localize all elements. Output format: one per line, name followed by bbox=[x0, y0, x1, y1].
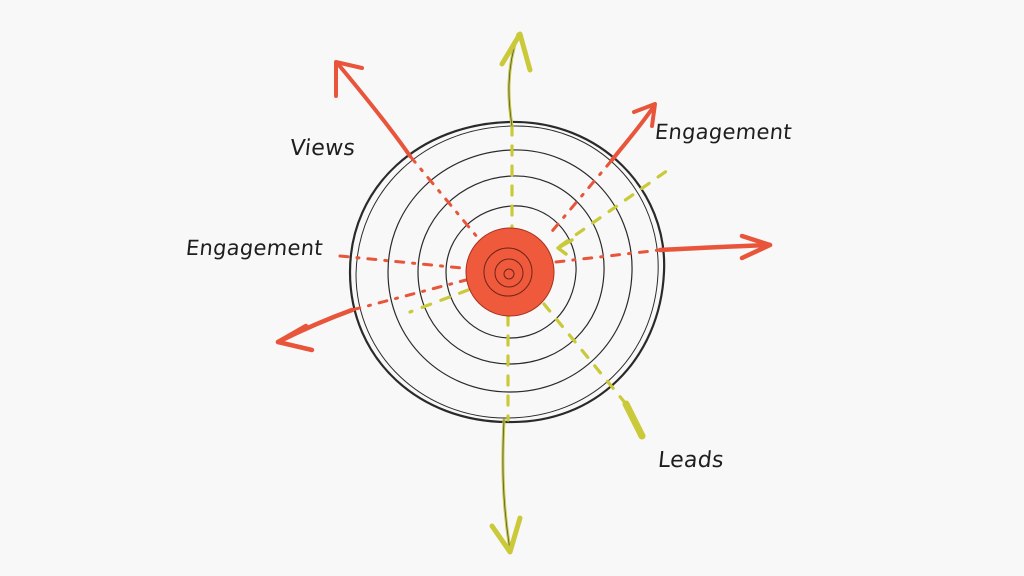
bottom-arrow-icon bbox=[489, 418, 523, 555]
dash-left-down bbox=[350, 278, 468, 312]
bullseye-fill bbox=[466, 228, 554, 316]
bullseye-outline bbox=[465, 227, 555, 317]
top-arrow-icon bbox=[499, 31, 533, 128]
label-leads: Leads bbox=[656, 448, 726, 473]
ring-outer bbox=[348, 120, 666, 424]
bullseye-ring-inner-2 bbox=[494, 258, 524, 288]
ring-outer-second-stroke bbox=[355, 125, 659, 419]
dash-leads bbox=[542, 302, 628, 406]
dash-views bbox=[408, 154, 480, 240]
small-yellow-arrowhead-icon bbox=[556, 238, 574, 256]
right-arrow-icon bbox=[657, 233, 773, 261]
ring-3 bbox=[417, 175, 605, 365]
label-views: Views bbox=[288, 136, 357, 161]
dash-left-horizontal bbox=[338, 254, 464, 270]
dash-lower-left bbox=[408, 288, 470, 314]
ring-2 bbox=[387, 149, 633, 393]
dash-engagement-right bbox=[546, 158, 614, 238]
bullseye bbox=[465, 227, 555, 317]
yellow-dashed-lines bbox=[408, 124, 670, 422]
engagement-arrow-icon bbox=[610, 102, 657, 162]
label-engagement-left: Engagement bbox=[184, 236, 325, 260]
views-arrow-icon bbox=[334, 60, 412, 158]
left-arrow-icon bbox=[275, 307, 355, 353]
bullseye-ring-inner-1 bbox=[483, 247, 533, 297]
label-engagement-right: Engagement bbox=[653, 120, 794, 144]
solid-arrows bbox=[275, 31, 773, 555]
red-dashed-lines bbox=[338, 154, 662, 312]
dash-upper-right bbox=[558, 168, 670, 248]
bullseye-center-dot bbox=[503, 268, 515, 280]
dash-right bbox=[554, 248, 662, 264]
leads-arrow-icon bbox=[622, 400, 646, 440]
